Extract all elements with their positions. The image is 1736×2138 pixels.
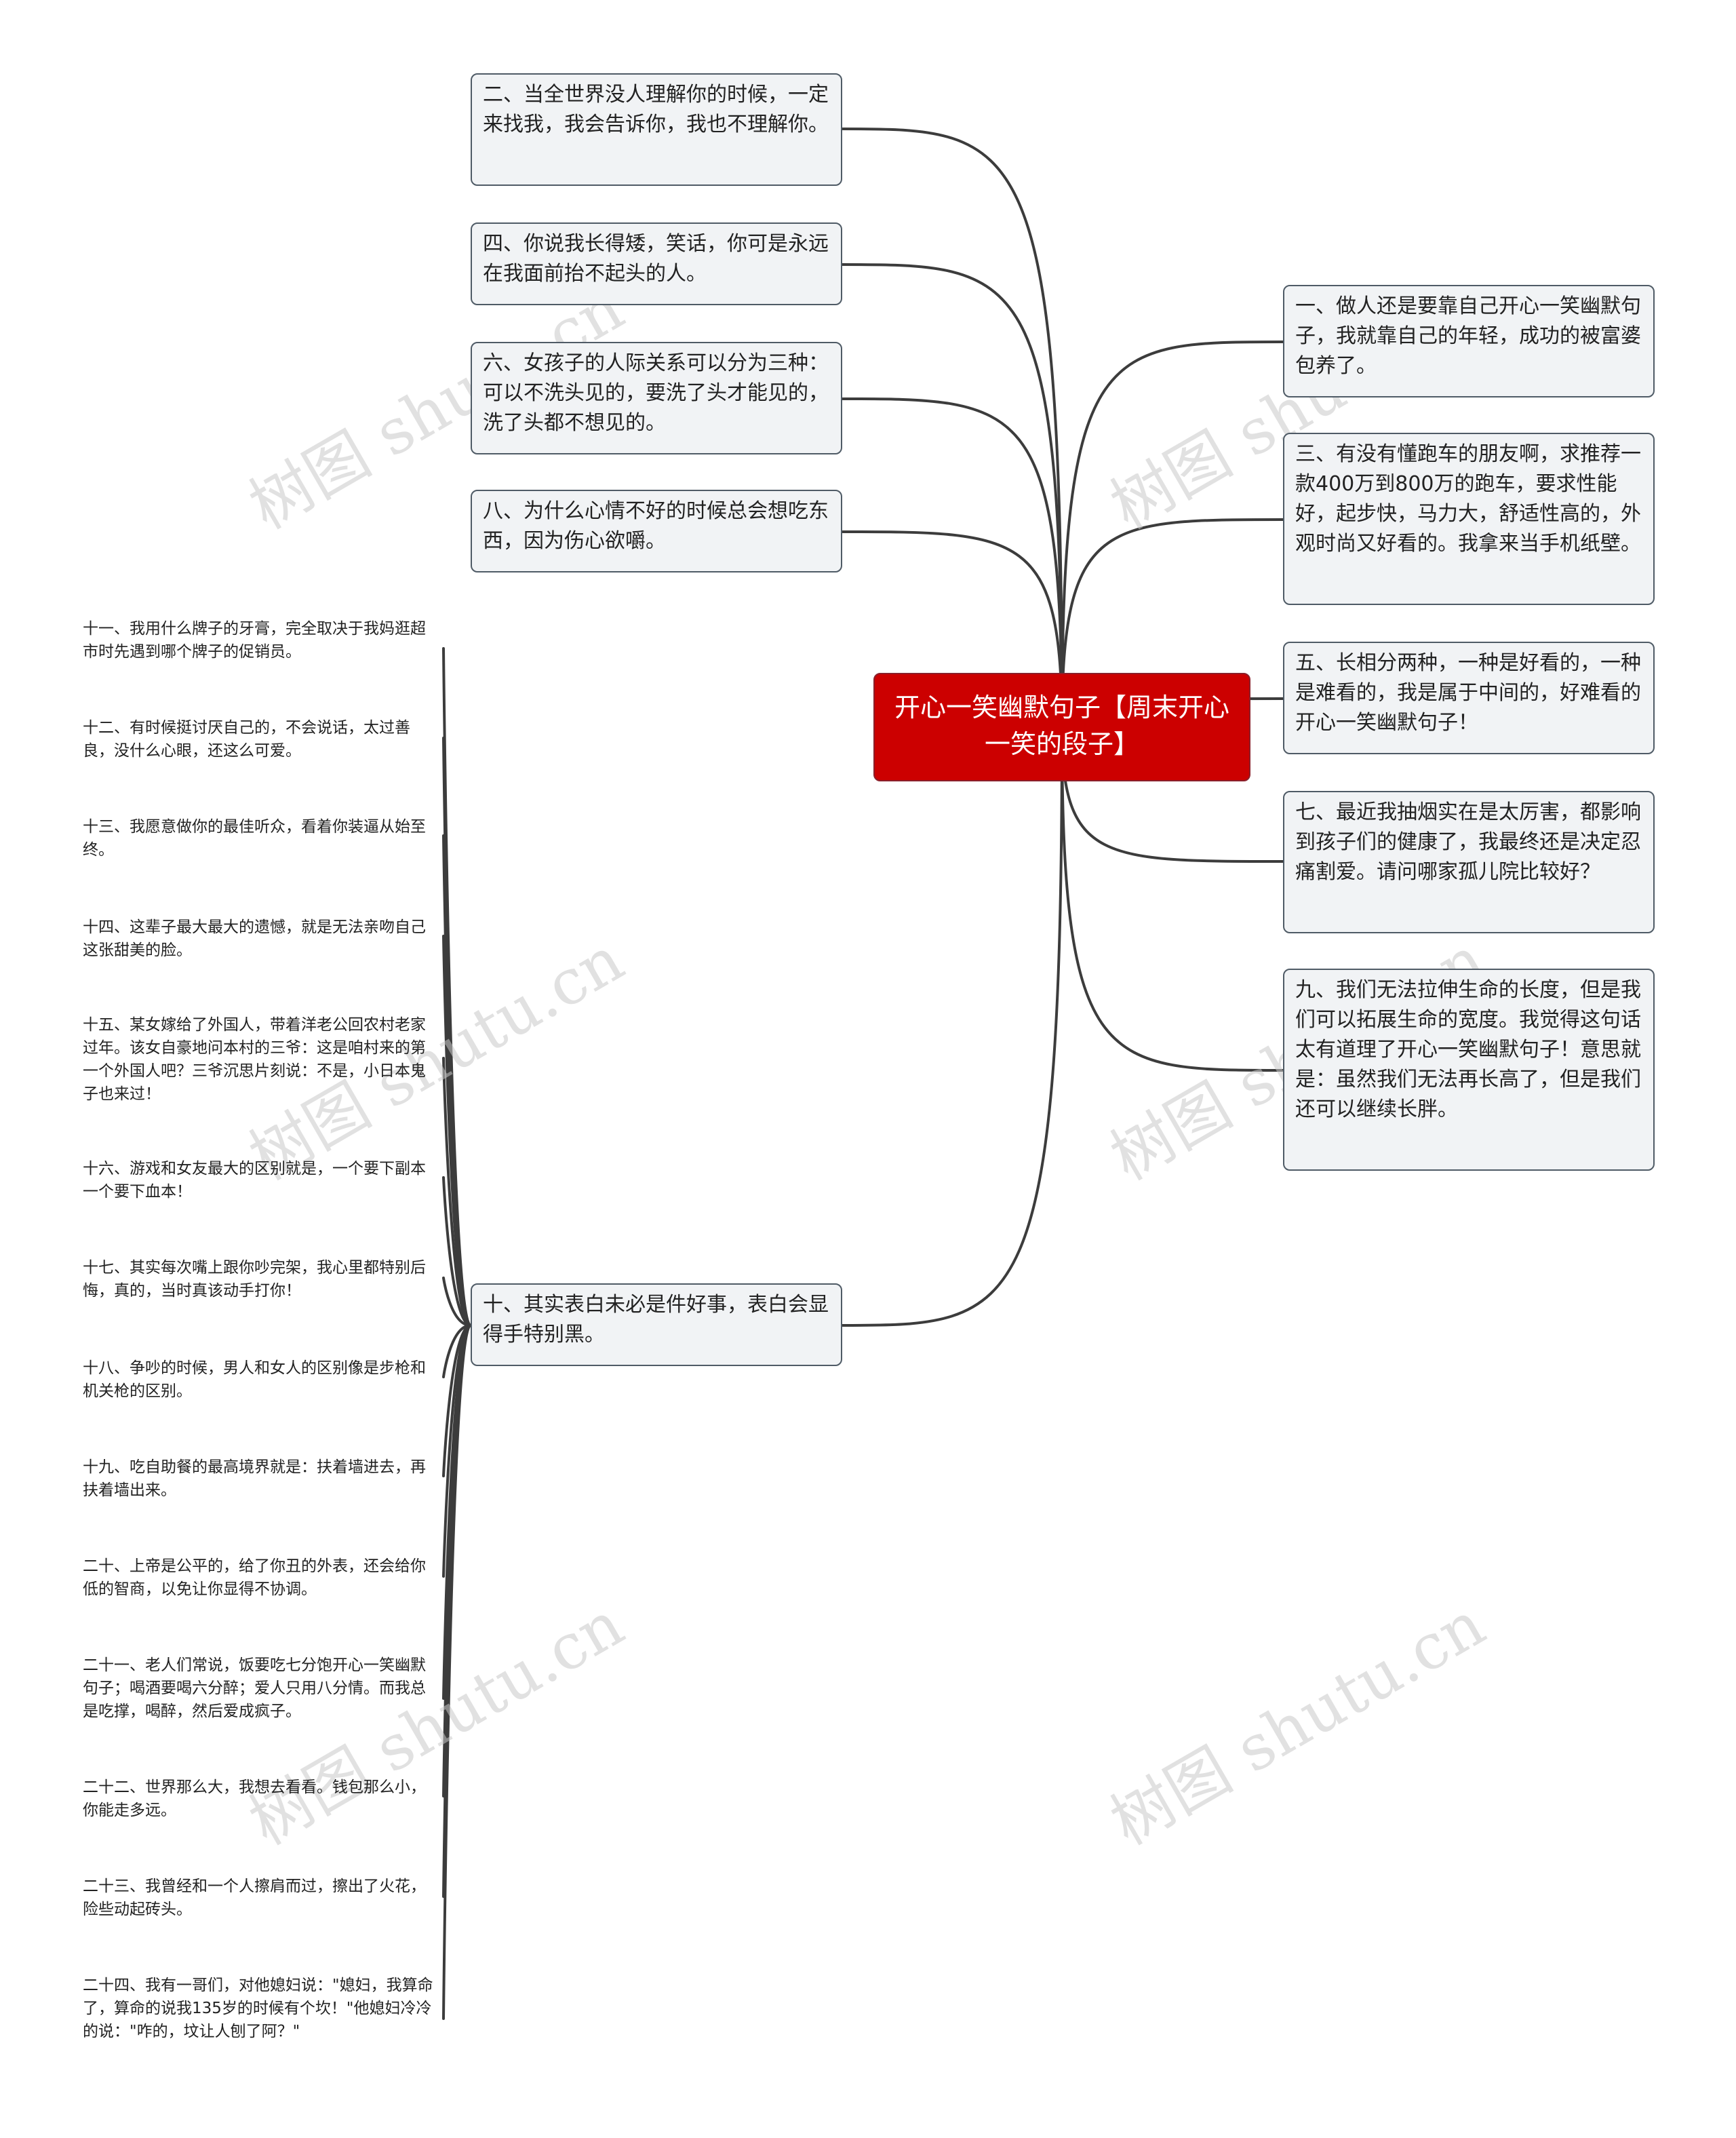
connector-right-2 (1061, 518, 1284, 728)
connector-right-5 (1061, 726, 1284, 1072)
leaf-12[interactable]: 十二、有时候挺讨厌自己的，不会说话，太过善良，没什么心眼，还这么可爱。 (83, 716, 435, 762)
topic-4[interactable]: 四、你说我长得矮，笑话，你可是永远在我面前抬不起头的人。 (471, 222, 842, 305)
leaf-18[interactable]: 十八、争吵的时候，男人和女人的区别像是步枪和机关枪的区别。 (83, 1357, 435, 1403)
leaf-14[interactable]: 十四、这辈子最大最大的遗憾，就是无法亲吻自己这张甜美的脸。 (83, 916, 435, 962)
root-topic-label: 开心一笑幽默句子【周末开心一笑的段子】 (894, 693, 1229, 759)
connector-leaf-24 (442, 1324, 472, 2020)
leaf-15-text: 十五、某女嫁给了外国人，带着洋老公回农村老家过年。该女自豪地问本村的三爷：这是咱… (83, 1016, 426, 1103)
topic-4-text: 四、你说我长得矮，笑话，你可是永远在我面前抬不起头的人。 (483, 232, 829, 286)
leaf-15[interactable]: 十五、某女嫁给了外国人，带着洋老公回农村老家过年。该女自豪地问本村的三爷：这是咱… (83, 1013, 435, 1106)
leaf-20-text: 二十、上帝是公平的，给了你丑的外表，还会给你低的智商，以免让你显得不协调。 (83, 1557, 426, 1598)
connector-left-1 (841, 128, 1063, 728)
leaf-12-text: 十二、有时候挺讨厌自己的，不会说话，太过善良，没什么心眼，还这么可爱。 (83, 719, 410, 760)
topic-1[interactable]: 一、做人还是要靠自己开心一笑幽默句子，我就靠自己的年轻，成功的被富婆包养了。 (1283, 285, 1655, 397)
leaf-16-text: 十六、游戏和女友最大的区别就是，一个要下副本一个要下血本！ (83, 1160, 426, 1201)
connector-leaf-14 (442, 935, 472, 1327)
connector-leaf-20 (442, 1324, 472, 1578)
leaf-21-text: 二十一、老人们常说，饭要吃七分饱开心一笑幽默句子；喝酒要喝六分醉；爱人只用八分情… (83, 1656, 426, 1720)
connector-leaf-16 (442, 1176, 472, 1327)
connector-left-4 (841, 530, 1063, 728)
leaf-24[interactable]: 二十四、我有一哥们，对他媳妇说："媳妇，我算命了，算命的说我135岁的时候有个坎… (83, 1974, 435, 2043)
leaf-11[interactable]: 十一、我用什么牌子的牙膏，完全取决于我妈逛超市时先遇到哪个牌子的促销员。 (83, 617, 435, 663)
topic-1-text: 一、做人还是要靠自己开心一笑幽默句子，我就靠自己的年轻，成功的被富婆包养了。 (1295, 294, 1641, 378)
leaf-14-text: 十四、这辈子最大最大的遗憾，就是无法亲吻自己这张甜美的脸。 (83, 918, 426, 959)
topic-6[interactable]: 六、女孩子的人际关系可以分为三种：可以不洗头见的，要洗了头才能见的，洗了头都不想… (471, 342, 842, 454)
topic-2[interactable]: 二、当全世界没人理解你的时候，一定来找我，我会告诉你，我也不理解你。 (471, 73, 842, 186)
connector-leaf-19 (442, 1324, 472, 1477)
topic-7[interactable]: 七、最近我抽烟实在是太厉害，都影响到孩子们的健康了，我最终还是决定忍痛割爱。请问… (1283, 791, 1655, 933)
topic-5-text: 五、长相分两种，一种是好看的，一种是难看的，我是属于中间的，好难看的开心一笑幽默… (1295, 651, 1641, 735)
connector-leaf-15 (442, 1057, 472, 1327)
connector-left-2 (841, 263, 1063, 728)
leaf-21[interactable]: 二十一、老人们常说，饭要吃七分饱开心一笑幽默句子；喝酒要喝六分醉；爱人只用八分情… (83, 1654, 435, 1723)
leaf-13-text: 十三、我愿意做你的最佳听众，看着你装逼从始至终。 (83, 818, 426, 859)
leaf-19[interactable]: 十九、吃自助餐的最高境界就是：扶着墙进去，再扶着墙出来。 (83, 1456, 435, 1502)
leaf-11-text: 十一、我用什么牌子的牙膏，完全取决于我妈逛超市时先遇到哪个牌子的促销员。 (83, 620, 426, 661)
topic-3-text: 三、有没有懂跑车的朋友啊，求推荐一款400万到800万的跑车，要求性能好，起步快… (1295, 442, 1641, 556)
connector-left-3 (841, 397, 1063, 728)
leaf-23[interactable]: 二十三、我曾经和一个人擦肩而过，擦出了火花，险些动起砖头。 (83, 1875, 435, 1921)
topic-5[interactable]: 五、长相分两种，一种是好看的，一种是难看的，我是属于中间的，好难看的开心一笑幽默… (1283, 642, 1655, 754)
topic-7-text: 七、最近我抽烟实在是太厉害，都影响到孩子们的健康了，我最终还是决定忍痛割爱。请问… (1295, 800, 1641, 884)
root-topic[interactable]: 开心一笑幽默句子【周末开心一笑的段子】 (873, 673, 1250, 781)
leaf-18-text: 十八、争吵的时候，男人和女人的区别像是步枪和机关枪的区别。 (83, 1359, 426, 1400)
leaf-13[interactable]: 十三、我愿意做你的最佳听众，看着你装逼从始至终。 (83, 815, 435, 861)
topic-8-text: 八、为什么心情不好的时候总会想吃东西，因为伤心欲嚼。 (483, 499, 829, 553)
connector-leaf-18 (442, 1324, 472, 1378)
leaf-23-text: 二十三、我曾经和一个人擦肩而过，擦出了火花，险些动起砖头。 (83, 1878, 426, 1918)
topic-6-text: 六、女孩子的人际关系可以分为三种：可以不洗头见的，要洗了头才能见的，洗了头都不想… (483, 351, 829, 435)
connector-leaf-17 (442, 1277, 472, 1327)
connector-left-5 (841, 726, 1063, 1327)
leaf-17-text: 十七、其实每次嘴上跟你吵完架，我心里都特别后悔，真的，当时真该动手打你！ (83, 1259, 426, 1300)
topic-3[interactable]: 三、有没有懂跑车的朋友啊，求推荐一款400万到800万的跑车，要求性能好，起步快… (1283, 433, 1655, 605)
leaf-16[interactable]: 十六、游戏和女友最大的区别就是，一个要下副本一个要下血本！ (83, 1157, 435, 1203)
leaf-22[interactable]: 二十二、世界那么大，我想去看看。钱包那么小，你能走多远。 (83, 1776, 435, 1822)
topic-9-text: 九、我们无法拉伸生命的长度，但是我们可以拓展生命的宽度。我觉得这句话太有道理了开… (1295, 978, 1641, 1121)
topic-10[interactable]: 十、其实表白未必是件好事，表白会显得手特别黑。 (471, 1283, 842, 1366)
connector-right-1 (1061, 341, 1284, 728)
leaf-22-text: 二十二、世界那么大，我想去看看。钱包那么小，你能走多远。 (83, 1779, 426, 1819)
leaf-19-text: 十九、吃自助餐的最高境界就是：扶着墙进去，再扶着墙出来。 (83, 1458, 426, 1499)
topic-10-text: 十、其实表白未必是件好事，表白会显得手特别黑。 (483, 1293, 829, 1346)
topic-2-text: 二、当全世界没人理解你的时候，一定来找我，我会告诉你，我也不理解你。 (483, 83, 829, 136)
leaf-24-text: 二十四、我有一哥们，对他媳妇说："媳妇，我算命了，算命的说我135岁的时候有个坎… (83, 1977, 433, 2040)
leaf-20[interactable]: 二十、上帝是公平的，给了你丑的外表，还会给你低的智商，以免让你显得不协调。 (83, 1555, 435, 1601)
topic-8[interactable]: 八、为什么心情不好的时候总会想吃东西，因为伤心欲嚼。 (471, 490, 842, 572)
topic-9[interactable]: 九、我们无法拉伸生命的长度，但是我们可以拓展生命的宽度。我觉得这句话太有道理了开… (1283, 969, 1655, 1171)
leaf-17[interactable]: 十七、其实每次嘴上跟你吵完架，我心里都特别后悔，真的，当时真该动手打你！ (83, 1256, 435, 1302)
